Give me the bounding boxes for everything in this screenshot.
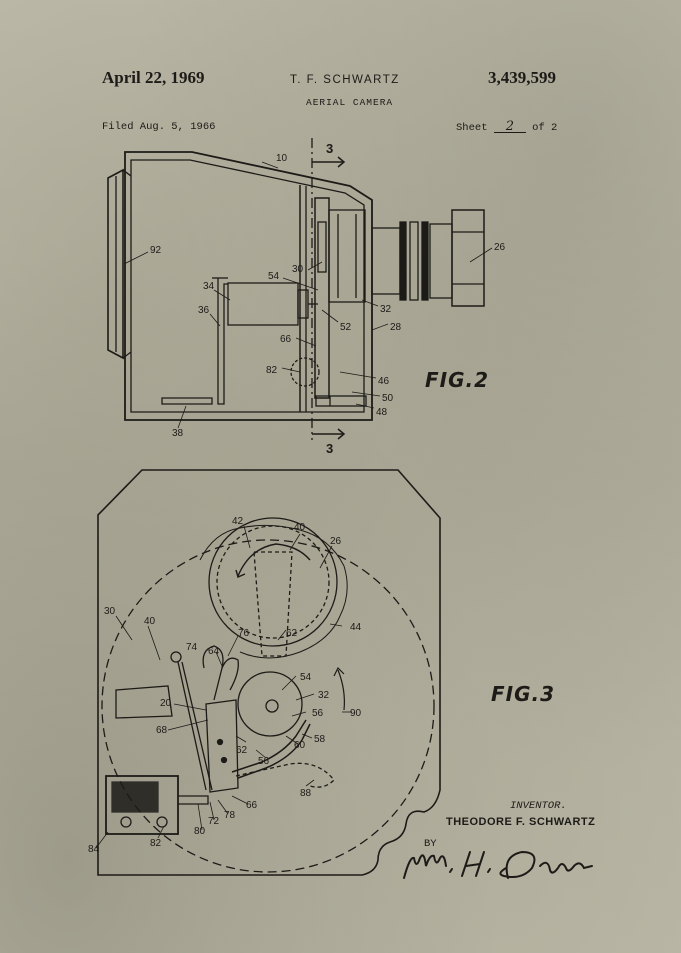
ref-num: 66 bbox=[246, 800, 258, 811]
ref-num: 60 bbox=[294, 740, 306, 751]
section-mark: 3 bbox=[326, 441, 333, 456]
fig2-leader-lines bbox=[123, 161, 493, 429]
ref-num: 72 bbox=[208, 816, 220, 827]
ref-num: 38 bbox=[172, 428, 184, 439]
ref-num: 62 bbox=[236, 745, 248, 756]
ref-num: 10 bbox=[276, 153, 288, 164]
filed-date: Filed Aug. 5, 1966 bbox=[102, 121, 216, 133]
ref-num: 90 bbox=[350, 708, 362, 719]
inventor-full-name: THEODORE F. SCHWARTZ bbox=[446, 816, 596, 828]
ref-num: 34 bbox=[203, 281, 215, 292]
sheet-indicator: Sheet 2 of 2 bbox=[456, 120, 558, 134]
ref-num: 78 bbox=[224, 810, 236, 821]
ref-num: 30 bbox=[292, 264, 304, 275]
ref-num: 26 bbox=[330, 536, 342, 547]
patent-date: April 22, 1969 bbox=[102, 68, 205, 87]
ref-num: 54 bbox=[268, 271, 280, 282]
section-mark: 3 bbox=[326, 141, 333, 156]
inventor-label: INVENTOR. bbox=[510, 800, 567, 812]
sheet-suffix: of 2 bbox=[532, 122, 558, 134]
ref-num: 32 bbox=[318, 690, 330, 701]
ref-num: 62 bbox=[286, 628, 298, 639]
ref-num: 42 bbox=[232, 516, 244, 527]
ref-num: 54 bbox=[300, 672, 312, 683]
ref-num: 82 bbox=[150, 838, 162, 849]
ref-num: 92 bbox=[150, 245, 162, 256]
by-label: BY bbox=[424, 838, 437, 850]
ref-num: 48 bbox=[376, 407, 388, 418]
ref-num: 82 bbox=[266, 365, 278, 376]
ref-num: 26 bbox=[494, 242, 506, 253]
ref-num: 66 bbox=[280, 334, 292, 345]
ref-num: 32 bbox=[380, 304, 392, 315]
ref-num: 76 bbox=[238, 628, 250, 639]
ref-num: 50 bbox=[382, 393, 394, 404]
sheet-prefix: Sheet bbox=[456, 122, 488, 134]
ref-num: 40 bbox=[294, 522, 306, 533]
fig2-label: FIG.2 bbox=[425, 368, 490, 392]
ref-num: 56 bbox=[258, 756, 270, 767]
signature-icon bbox=[403, 850, 593, 879]
ref-num: 44 bbox=[350, 622, 362, 633]
inventor-short-name: T. F. SCHWARTZ bbox=[290, 74, 400, 86]
ref-num: 36 bbox=[198, 305, 210, 316]
ref-num: 68 bbox=[156, 725, 168, 736]
ref-num: 52 bbox=[340, 322, 352, 333]
fig3-leader-lines bbox=[95, 525, 352, 849]
fig2-drawing bbox=[107, 138, 485, 440]
patent-number: 3,439,599 bbox=[488, 68, 556, 87]
fig3-label: FIG.3 bbox=[491, 682, 556, 706]
ref-num: 88 bbox=[300, 788, 312, 799]
ref-num: 46 bbox=[378, 376, 390, 387]
fig2-reference-numerals: 10 92 34 36 54 30 52 32 28 26 66 82 46 5… bbox=[150, 141, 506, 456]
ref-num: 58 bbox=[314, 734, 326, 745]
ref-num: 56 bbox=[312, 708, 324, 719]
ref-num: 40 bbox=[144, 616, 156, 627]
fig3-reference-numerals: 42 40 26 30 40 44 74 76 64 62 54 32 20 9… bbox=[88, 516, 362, 855]
ref-num: 28 bbox=[390, 322, 402, 333]
ref-num: 64 bbox=[208, 646, 220, 657]
ref-num: 80 bbox=[194, 826, 206, 837]
sheet-number: 2 bbox=[493, 120, 526, 133]
fig3-drawing bbox=[97, 469, 441, 876]
ref-num: 30 bbox=[104, 606, 116, 617]
ref-num: 84 bbox=[88, 844, 100, 855]
patent-title: AERIAL CAMERA bbox=[306, 97, 394, 108]
ref-num: 74 bbox=[186, 642, 198, 653]
ref-num: 20 bbox=[160, 698, 172, 709]
